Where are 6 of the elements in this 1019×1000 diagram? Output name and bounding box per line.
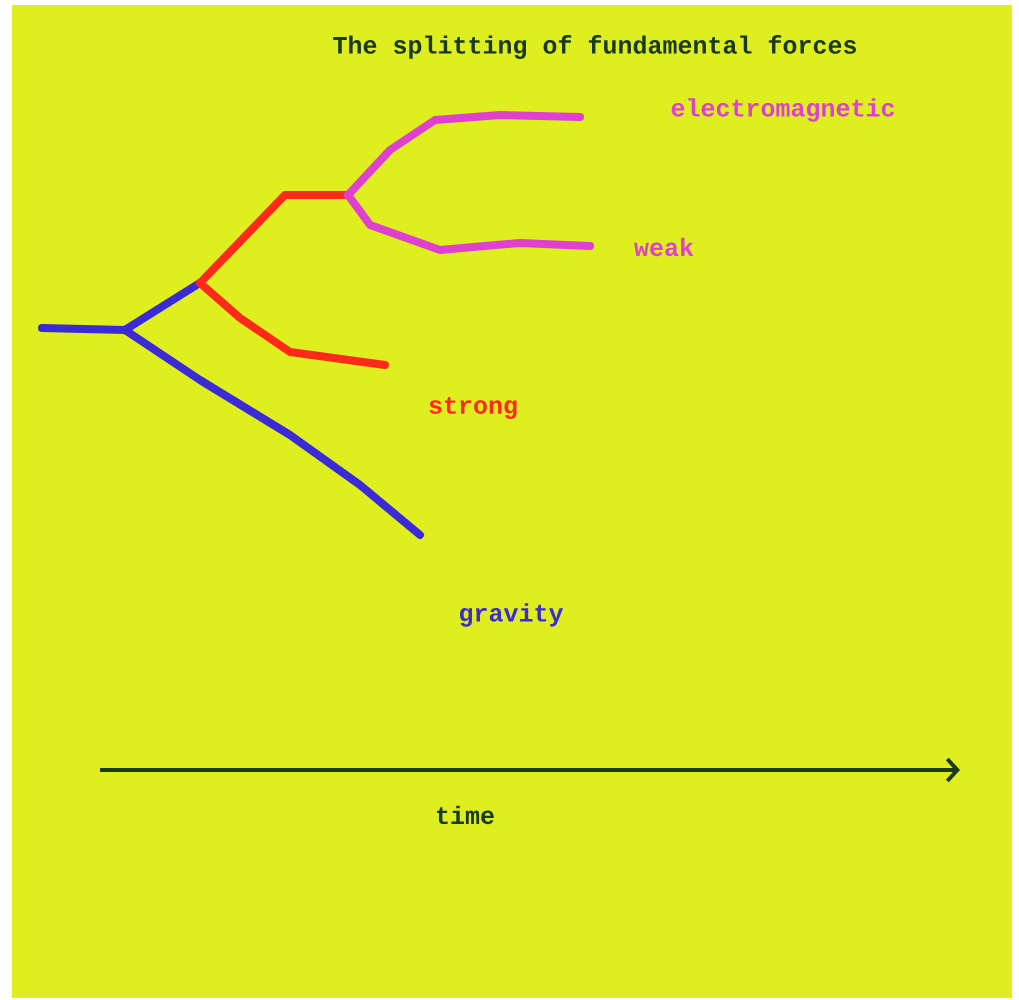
force-label: weak [634, 237, 694, 257]
force-label: strong [429, 397, 517, 419]
title: The splitting of fundamental forces [333, 35, 856, 59]
force-label: gravity [460, 603, 563, 627]
force-label: electromagnetic [671, 98, 894, 122]
axis-label: time [436, 805, 494, 825]
